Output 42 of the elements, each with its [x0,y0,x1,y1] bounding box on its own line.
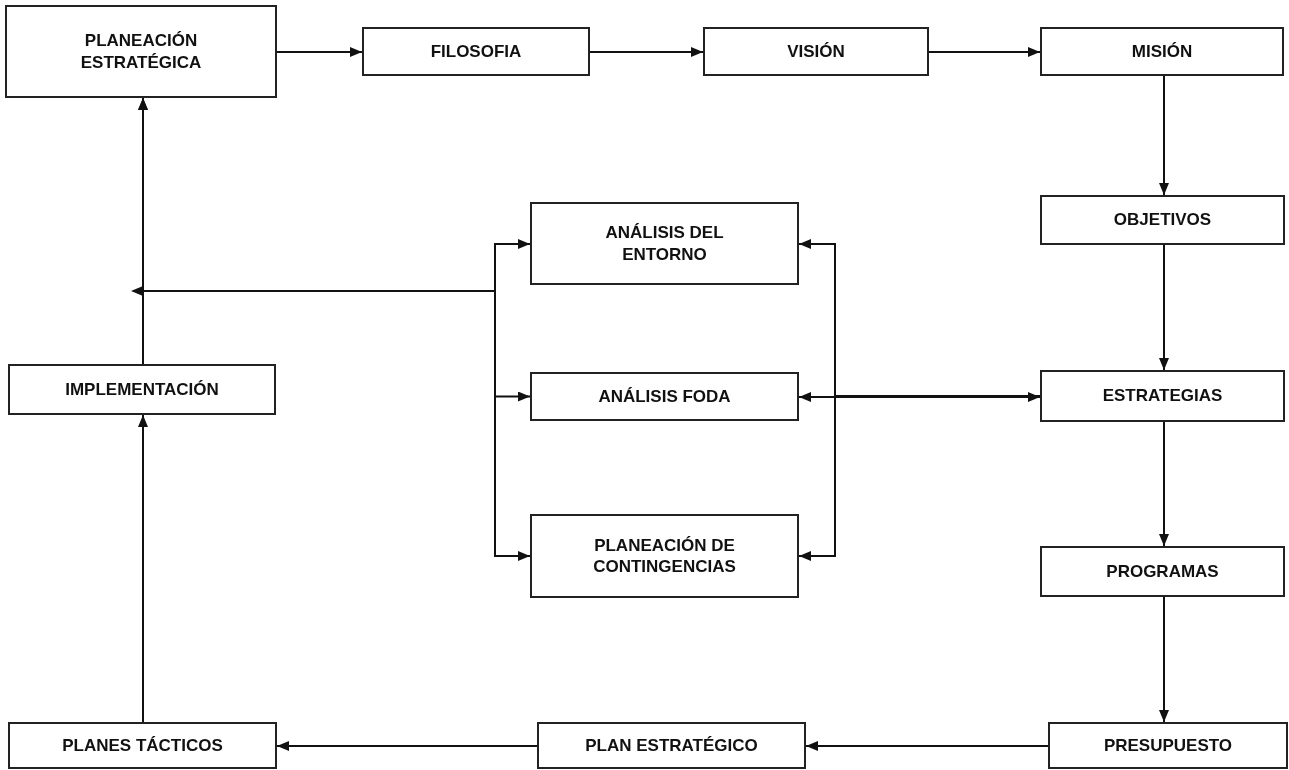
process-box [530,202,799,285]
box-label: MISIÓN [1131,40,1193,63]
arrow [494,239,531,292]
arrow [1159,75,1169,196]
box-label: VISIÓN [787,40,845,63]
box-label: ANÁLISIS FODA [598,385,731,408]
process-box [1040,370,1285,422]
process-box [537,722,806,769]
box-label: IMPLEMENTACIÓN [65,378,219,401]
process-box [703,27,929,76]
process-box [1048,722,1288,769]
box-label: OBJETIVOS [1113,209,1212,231]
box-label: ESTRATEGIAS [1102,385,1223,407]
box-label: PLANEACIÓN ESTRATÉGICA [79,30,203,73]
process-box [530,514,799,598]
box-label: PLAN ESTRATÉGICO [585,734,758,757]
arrow [1159,244,1169,371]
box-label: PLANEACIÓN DE CONTINGENCIAS [592,534,737,578]
process-box [362,27,590,76]
arrow [494,290,531,561]
box-label: FILOSOFIA [430,40,522,63]
arrow [1159,421,1169,547]
arrow [276,47,363,57]
arrow [138,414,148,723]
process-box [8,722,277,769]
arrow [798,392,1041,402]
arrow [589,47,704,57]
arrow [276,741,538,751]
box-label: PRESUPUESTO [1103,734,1233,757]
process-box [1040,546,1285,597]
box-label: ANÁLISIS DEL ENTORNO [604,222,725,265]
process-box [8,364,276,415]
process-box [530,372,799,421]
process-box [1040,27,1284,76]
process-box [1040,195,1285,245]
box-label: PROGRAMAS [1106,560,1219,583]
box-label: PLANES TÁCTICOS [62,734,223,757]
process-box [5,5,277,98]
arrow [805,741,1049,751]
arrow [928,47,1041,57]
arrow [1159,596,1169,723]
arrow [131,97,496,296]
